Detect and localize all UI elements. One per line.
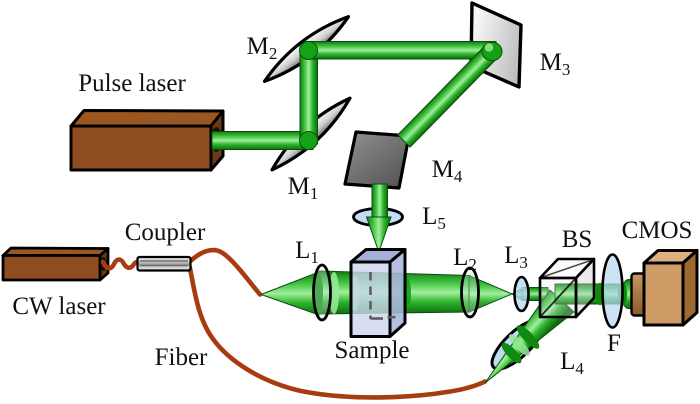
pulse-laser-box <box>69 109 225 172</box>
fiber-lower <box>187 265 488 400</box>
lens-l2 <box>460 266 480 319</box>
lens-l1 <box>312 263 332 322</box>
label-m1: M1 <box>287 173 319 203</box>
label-coupler: Coupler <box>124 219 206 247</box>
label-m2: M2 <box>246 33 278 63</box>
label-sample: Sample <box>334 337 410 365</box>
filter-f <box>601 253 624 329</box>
label-m3: M3 <box>539 49 571 79</box>
sample-cube <box>349 248 407 338</box>
label-l2: L2 <box>453 244 477 274</box>
label-pulse-laser: Pulse laser <box>78 70 186 98</box>
beam-elbow-m1 <box>299 131 318 150</box>
label-fiber: Fiber <box>154 344 208 372</box>
label-l5: L5 <box>422 203 446 233</box>
fiber-squiggle <box>100 257 142 271</box>
fiber-upper <box>187 247 263 297</box>
mirror-m4 <box>343 130 411 190</box>
label-l1: L1 <box>295 237 319 267</box>
beam-elbow-m2 <box>299 41 318 60</box>
fiber-cables <box>100 247 488 400</box>
label-m4: M4 <box>431 156 463 186</box>
label-f: F <box>607 330 621 358</box>
label-cw-laser: CW laser <box>12 293 106 321</box>
label-l3: L3 <box>504 242 528 272</box>
fiber-coupler <box>136 255 192 272</box>
cw-laser-box <box>1 246 110 282</box>
lens-l3 <box>513 275 530 313</box>
pulse-beam <box>211 41 503 254</box>
beamsplitter-cube <box>538 257 596 319</box>
cmos-camera <box>630 249 699 327</box>
label-bs: BS <box>561 226 593 254</box>
label-l4: L4 <box>560 348 584 378</box>
label-cmos: CMOS <box>621 217 693 245</box>
